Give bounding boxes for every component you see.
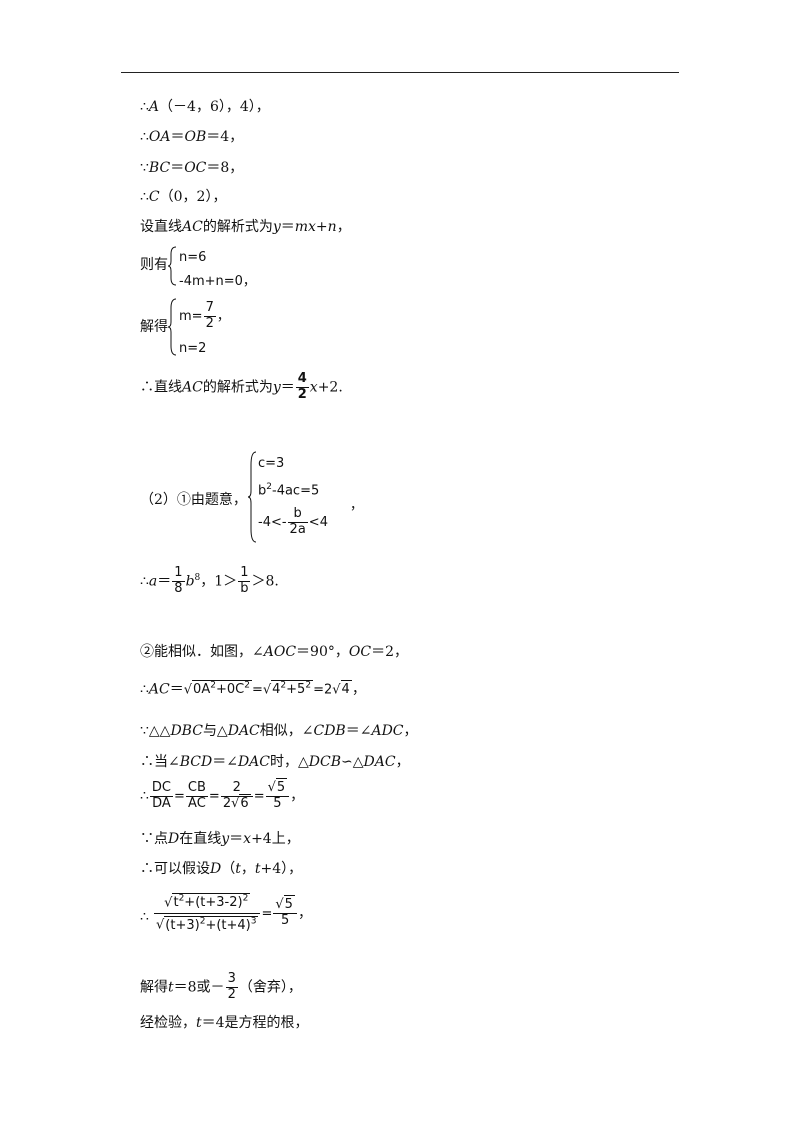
radical-2: √42+52	[262, 680, 314, 698]
line-3: ∵BC＝OC＝8，	[140, 160, 244, 176]
system-1-row-1: n=6	[179, 250, 207, 265]
line-17: ∴可以假设D（t，t+4），	[140, 861, 303, 877]
line-1: ∴A（－4，6），4），	[140, 99, 270, 115]
line-4: ∴C（0，2），	[140, 189, 227, 205]
line-7-label: 解得	[140, 319, 168, 335]
header-rule	[121, 72, 679, 73]
line-13: ∵△△DBC与△DAC相似，∠CDB＝∠ADC，	[140, 723, 418, 739]
line-12: ∴AC＝√0A2+0C2=√42+52=2√4，	[140, 680, 366, 698]
system-3-tail: ，	[350, 498, 364, 513]
line-6-label: 则有	[140, 257, 168, 273]
line-9-label: （2）①由题意，	[140, 492, 247, 508]
brace-system-1	[168, 246, 177, 286]
brace-system-2	[168, 298, 177, 356]
line-11: ②能相似．如图，∠AOC＝90°，OC＝2，	[140, 644, 408, 660]
radical-1: √0A2+0C2	[183, 680, 252, 698]
line-20: 经检验，t＝4是方程的根，	[140, 1015, 309, 1031]
radical-3: √4	[332, 680, 352, 698]
line-5: 设直线AC的解析式为y＝mx+n，	[140, 219, 351, 235]
system-2-row-2: n=2	[179, 341, 207, 356]
system-1-row-2: -4m+n=0，	[179, 274, 256, 289]
line-2: ∴OA＝OB＝4，	[140, 129, 244, 145]
line-14: ∴当∠BCD＝∠DAC时，△DCB∽△DAC，	[140, 754, 410, 770]
line-18-prefix: ∴	[140, 909, 149, 925]
line-16: ∵点D在直线y＝x+4上，	[140, 831, 300, 847]
brace-system-3	[248, 451, 257, 543]
system-3-row-2: b2-4ac=5	[258, 482, 320, 499]
system-3-row-1: c=3	[258, 456, 285, 471]
